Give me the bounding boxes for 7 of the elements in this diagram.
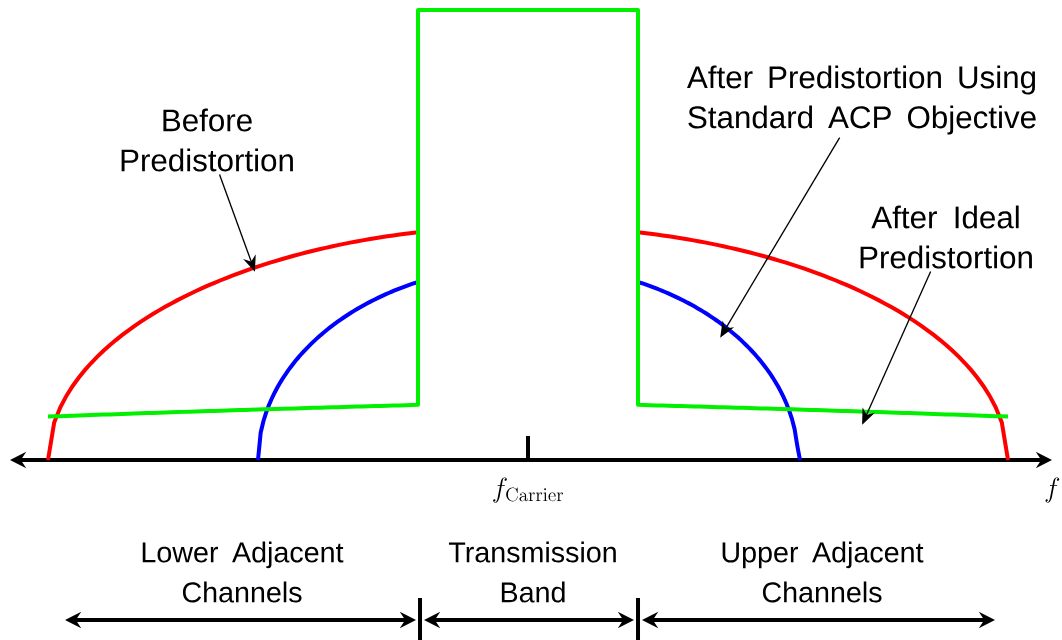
band-label: Upper Adjacent Channels	[722, 541, 924, 603]
band-label: Lower Adjacent Channels	[142, 541, 344, 603]
axis-label: $f$	[1045, 477, 1060, 503]
callout-text: After Ideal Predistortion	[860, 205, 1032, 269]
band-label: Transmission Band	[448, 541, 616, 603]
axis-label: $f_{\mathrm{Carrier}}$	[493, 477, 563, 503]
callout-text: After Predistortion Using Standard ACP Objective	[687, 65, 1036, 135]
